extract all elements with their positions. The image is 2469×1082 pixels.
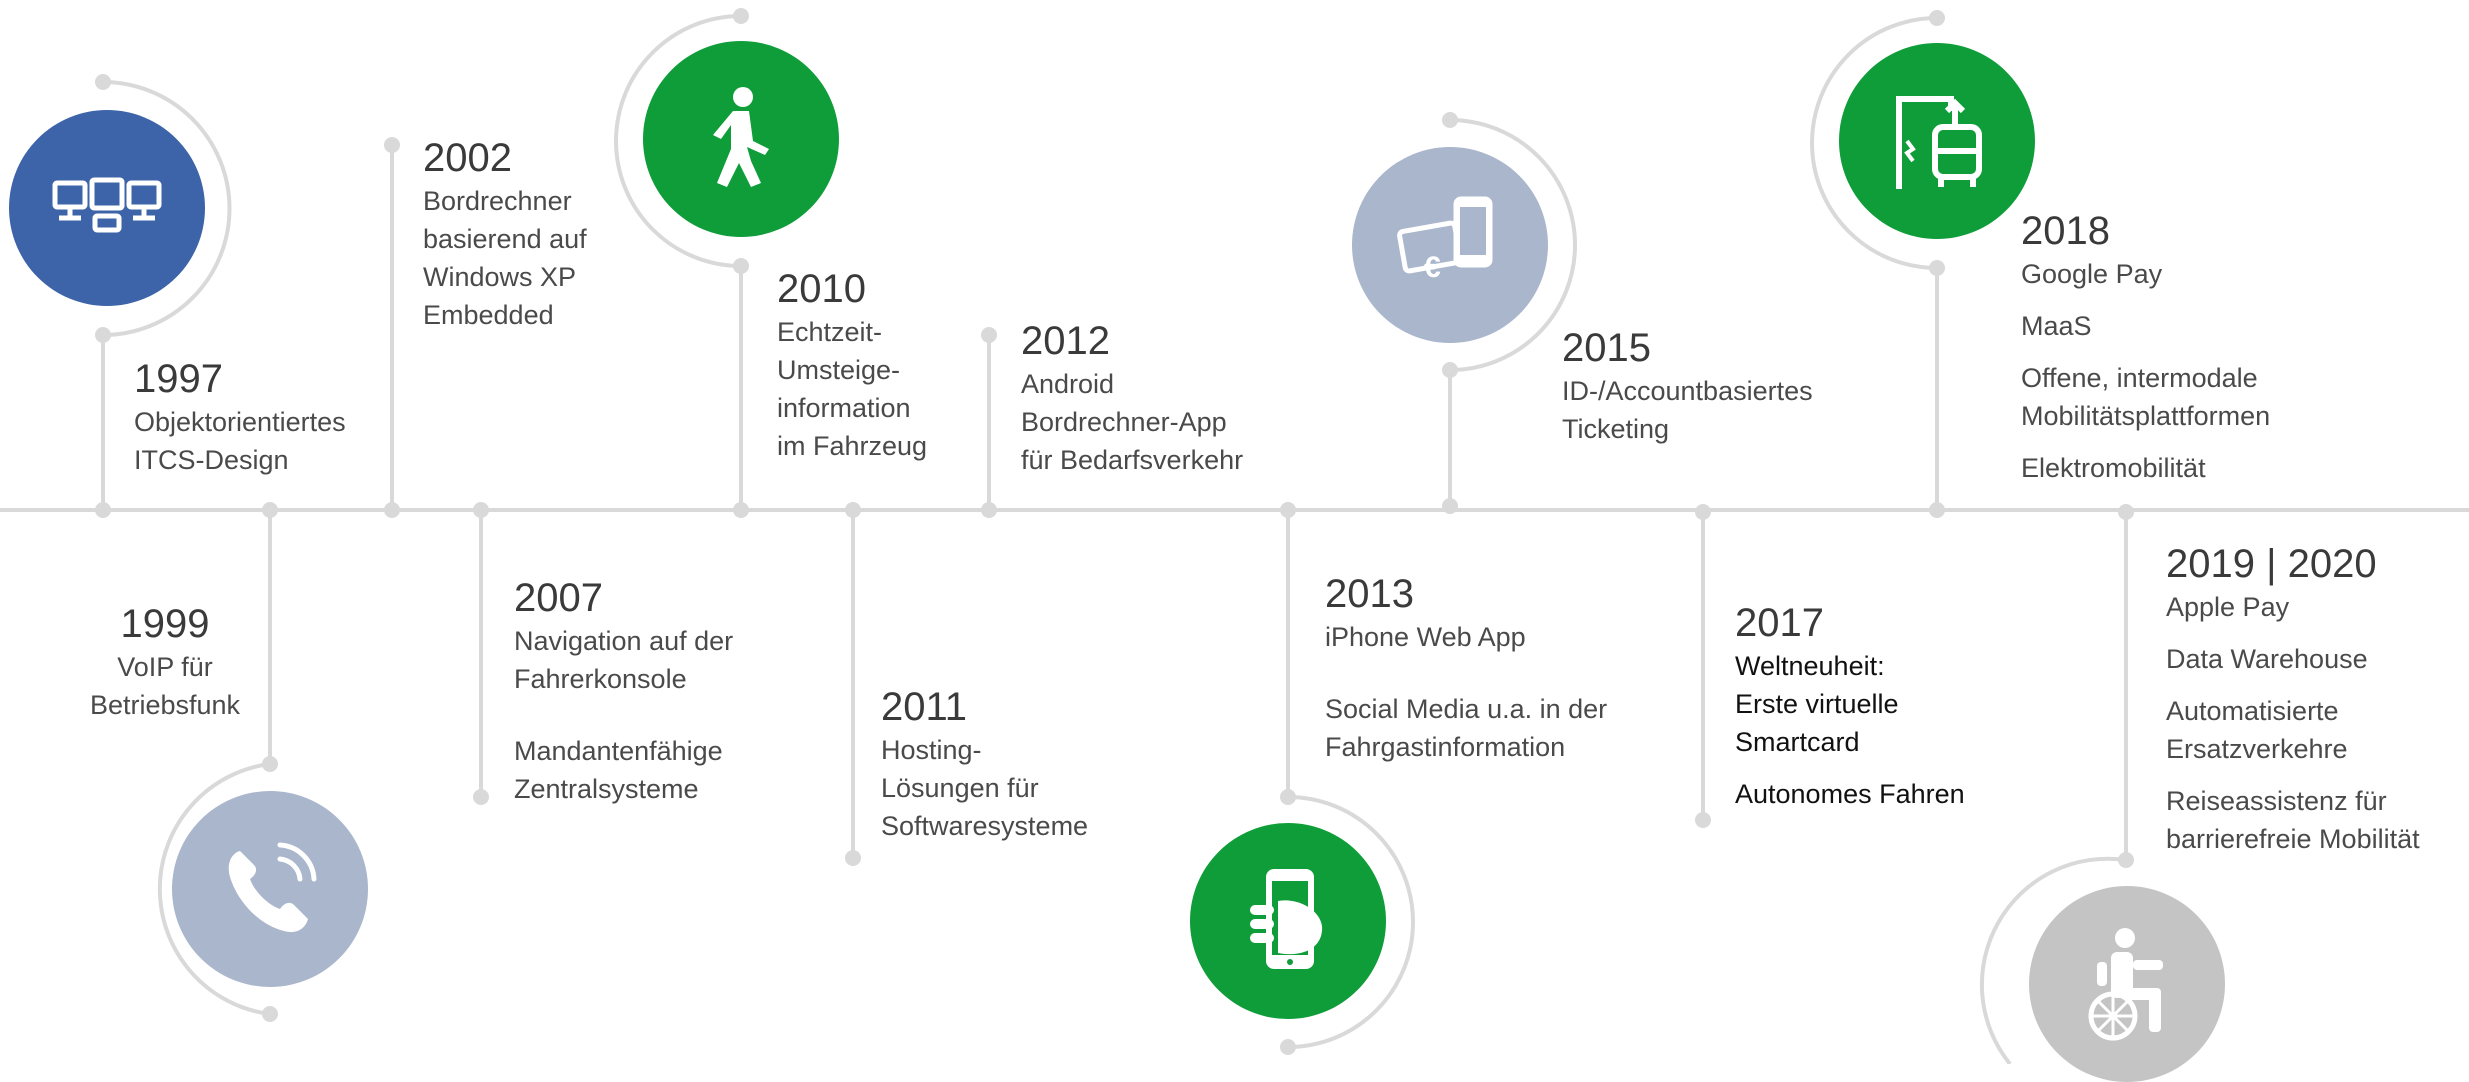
year-label: 2017 — [1735, 601, 1824, 645]
charging-bus-icon — [1839, 43, 2035, 239]
year-label: 2011 — [881, 685, 968, 729]
walking-person-icon — [643, 41, 839, 237]
milestone-text: Echtzeit- Umsteige- information im Fahrz… — [777, 317, 928, 461]
milestone-2010: 2010 Echtzeit- Umsteige- information im … — [777, 265, 927, 465]
milestone-2002: 2002 Bordrechner basierend auf Windows X… — [423, 134, 587, 334]
milestone-2007: 2007 Navigation auf der Fahrerkonsole Ma… — [514, 574, 733, 808]
milestone-text: Apple Pay — [2166, 592, 2290, 622]
milestone-text: Navigation auf der Fahrerkonsole — [514, 626, 734, 694]
smartphone-hand-icon — [1190, 823, 1386, 1019]
year-label: 1999 — [120, 602, 210, 646]
milestone-1999: 1999 VoIP für Betriebsfunk — [30, 600, 300, 724]
milestone-text: Mandantenfähige Zentralsysteme — [514, 736, 723, 804]
year-label: 2012 — [1021, 319, 1110, 363]
milestone-text: Hosting- Lösungen für Softwaresysteme — [881, 735, 1089, 841]
milestone-text: Weltneuheit: Erste virtuelle Smartcard — [1735, 651, 1899, 757]
year-label: 2013 — [1325, 572, 1414, 616]
year-label: 2010 — [777, 267, 866, 311]
milestone-text: Automatisierte Ersatzverkehre — [2166, 696, 2348, 764]
milestone-text: Google Pay — [2021, 259, 2163, 289]
monitors-icon — [9, 110, 205, 306]
svg-text:€: € — [1424, 251, 1441, 284]
milestone-2019-2020: 2019 | 2020 Apple Pay Data Warehouse Aut… — [2166, 540, 2420, 858]
year-label: 1997 — [134, 357, 223, 401]
milestone-text: Elektromobilität — [2021, 453, 2206, 483]
milestone-2013: 2013 iPhone Web App Social Media u.a. in… — [1325, 570, 1607, 766]
milestone-text: Data Warehouse — [2166, 644, 2368, 674]
card-euro-phone-icon: € — [1352, 147, 1548, 343]
milestone-text: Bordrechner basierend auf Windows XP Emb… — [423, 186, 587, 330]
milestone-text: Autonomes Fahren — [1735, 779, 1965, 809]
milestone-text: MaaS — [2021, 311, 2092, 341]
milestone-text: iPhone Web App — [1325, 622, 1526, 652]
phone-icon — [172, 791, 368, 987]
milestone-2011: 2011 Hosting- Lösungen für Softwaresyste… — [881, 683, 1088, 845]
milestone-text: Objektorientiertes ITCS-Design — [134, 407, 346, 475]
milestone-text: Android Bordrechner-App für Bedarfsverke… — [1021, 369, 1244, 475]
milestone-text: ID-/Accountbasiertes Ticketing — [1562, 376, 1813, 444]
icon-arcs — [95, 8, 2127, 1064]
year-label: 2019 | 2020 — [2166, 542, 2377, 586]
year-label: 2015 — [1562, 326, 1651, 370]
milestone-2012: 2012 Android Bordrechner-App für Bedarfs… — [1021, 317, 1243, 479]
milestone-2015: 2015 ID-/Accountbasiertes Ticketing — [1562, 324, 1813, 448]
wheelchair-icon — [2029, 886, 2225, 1082]
milestone-1997: 1997 Objektorientiertes ITCS-Design — [134, 355, 346, 479]
year-label: 2002 — [423, 136, 512, 180]
milestone-text: Offene, intermodale Mobilitätsplattforme… — [2021, 363, 2271, 431]
milestone-2017: 2017 Weltneuheit: Erste virtuelle Smartc… — [1735, 599, 1965, 813]
timeline-stems — [95, 137, 2134, 868]
year-label: 2018 — [2021, 209, 2110, 253]
year-label: 2007 — [514, 576, 603, 620]
milestone-2018: 2018 Google Pay MaaS Offene, intermodale… — [2021, 207, 2270, 487]
milestone-text: VoIP für Betriebsfunk — [89, 652, 241, 720]
milestone-text: Reiseassistenz für barrierefreie Mobilit… — [2166, 786, 2420, 854]
milestone-text: Social Media u.a. in der Fahrgastinforma… — [1325, 694, 1608, 762]
